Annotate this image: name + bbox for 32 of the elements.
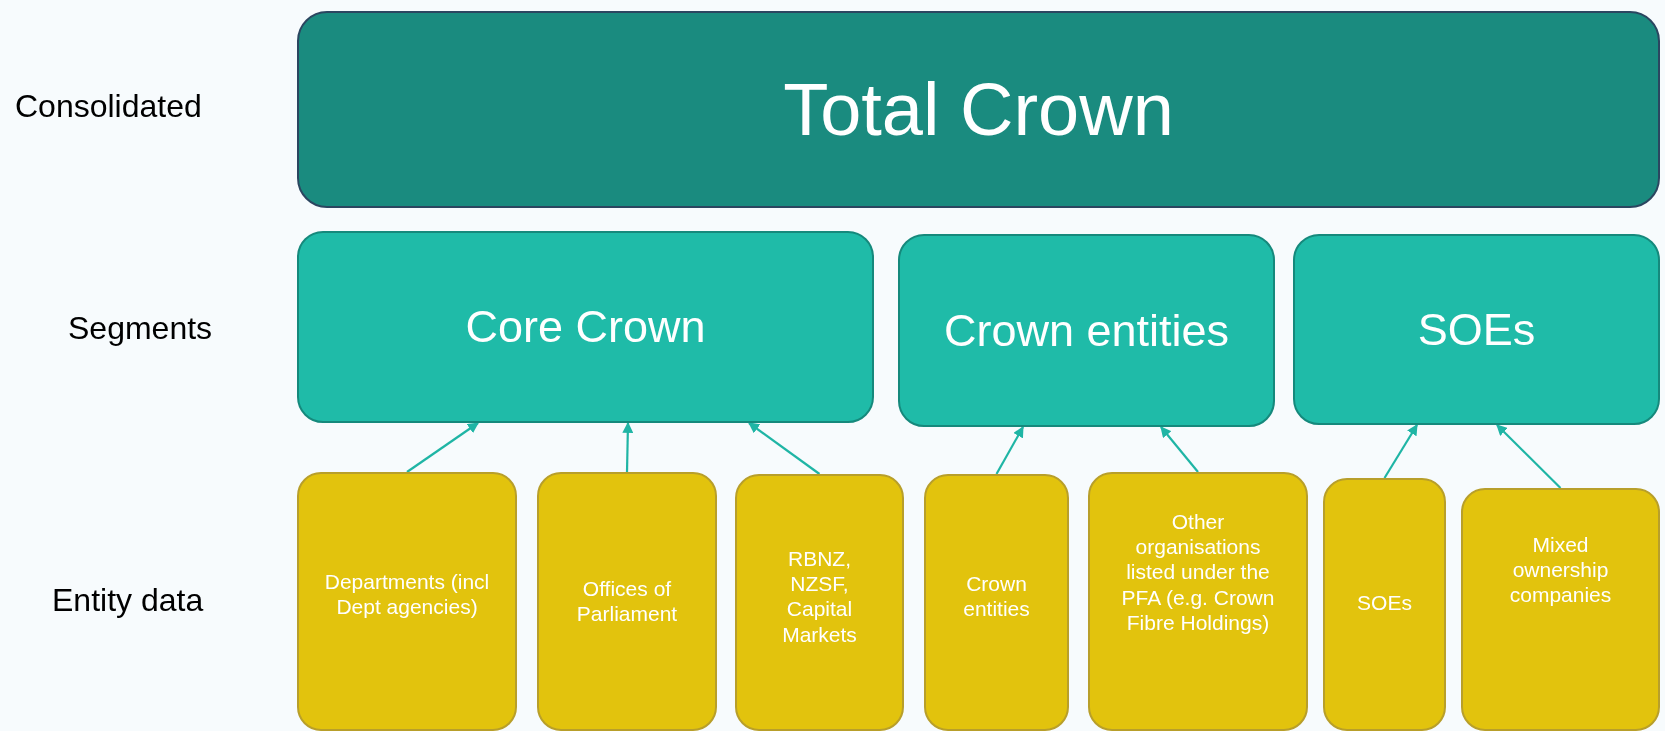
row-label: Entity data	[52, 582, 204, 619]
node-label: Offices of Parliament	[575, 576, 679, 627]
entity-box	[1088, 472, 1308, 731]
entity-box	[1461, 488, 1660, 731]
entity-box	[735, 474, 904, 731]
row-label: Segments	[68, 310, 213, 347]
entity-box	[924, 474, 1069, 731]
node-label: Core Crown	[465, 301, 706, 353]
entity-box	[297, 472, 517, 731]
arrow	[748, 422, 821, 475]
segment-box	[1293, 234, 1660, 425]
node-label: Crown entities	[943, 304, 1230, 357]
arrow	[995, 426, 1024, 475]
entity-box	[1323, 478, 1446, 731]
arrow	[622, 421, 634, 473]
arrow	[1383, 424, 1418, 479]
entity-box	[537, 472, 717, 731]
segment-box	[297, 231, 874, 423]
node-label: RBNZ, NZSF, Capital Markets	[781, 546, 858, 647]
arrow	[406, 422, 479, 473]
node-label: Other organisations listed under the PFA (e.g. Crown Fibre Holdings)	[1120, 509, 1276, 635]
total-box	[297, 11, 1660, 208]
node-label: Total Crown	[783, 67, 1174, 152]
node-label: SOEs	[1417, 303, 1536, 356]
node-label: Mixed ownership companies	[1508, 532, 1613, 608]
arrow	[1496, 424, 1562, 489]
node-label: Crown entities	[962, 571, 1031, 622]
node-label: SOEs	[1356, 590, 1413, 616]
node-label: Departments (incl Dept agencies)	[323, 569, 491, 620]
segment-box	[898, 234, 1275, 427]
arrow	[1160, 426, 1199, 473]
row-label: Consolidated	[15, 88, 202, 125]
